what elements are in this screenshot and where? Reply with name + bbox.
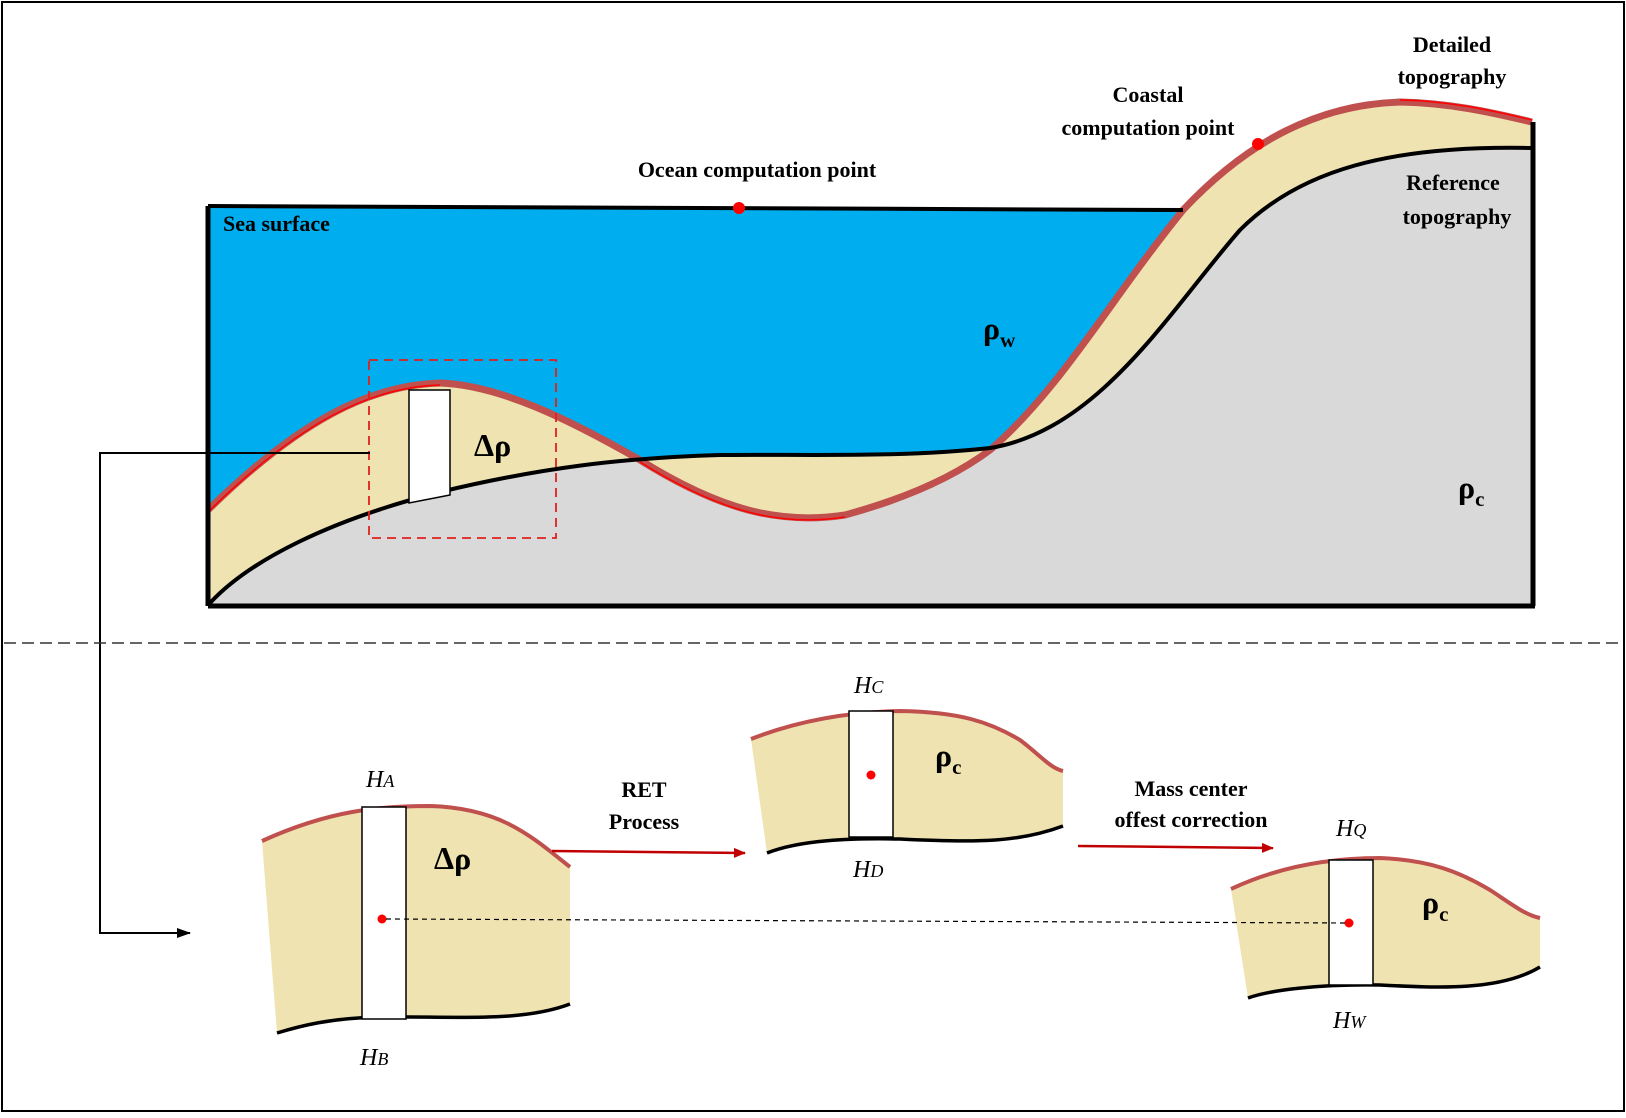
block-a-mass-center — [377, 914, 387, 924]
block-q-bottom-line — [1247, 965, 1541, 1000]
prism-column-top — [408, 389, 451, 504]
reference-label-line1: Reference — [1406, 170, 1500, 195]
detailed-topography-highlight — [207, 99, 1533, 521]
mass-center-guide — [385, 918, 1350, 924]
block-a-density-label: Δρ — [434, 840, 471, 876]
block-c-mass-center — [866, 770, 876, 780]
topography-layer — [208, 102, 1532, 603]
ret-label-line1: RET — [621, 777, 667, 802]
mass-label-line2: offest correction — [1115, 807, 1268, 832]
crust-body — [210, 147, 1532, 606]
delta-rho-top-label: Δρ — [474, 427, 511, 463]
block-q-bottom-label: HW — [1332, 1008, 1367, 1034]
connector-arrow — [99, 452, 370, 938]
block-c-top-line — [750, 708, 1064, 773]
block-q-top-label: HQ — [1335, 816, 1366, 842]
block-c-bottom-label: HD — [852, 857, 883, 883]
coastal-label-line1: Coastal — [1113, 82, 1184, 107]
detailed-label-line2: topography — [1398, 64, 1507, 89]
ocean-point-label: Ocean computation point — [638, 157, 877, 182]
block-a-top-label: HA — [365, 767, 395, 793]
block-q-density-label: ρc — [1422, 884, 1448, 926]
ocean-water — [208, 206, 1183, 518]
detailed-label-line1: Detailed — [1413, 32, 1491, 57]
block-c-bottom-line — [766, 824, 1064, 855]
rho-w-label: ρw — [983, 310, 1016, 352]
ret-label-line2: Process — [609, 809, 680, 834]
block-c-top-label: HC — [853, 673, 884, 699]
block-a-column — [361, 806, 407, 1020]
block-q: HQ HW ρc — [1230, 816, 1541, 1034]
reference-label-line2: topography — [1403, 204, 1512, 229]
sea-surface-label: Sea surface — [223, 211, 330, 236]
ocean-computation-point — [733, 202, 745, 214]
block-a-bottom-label: HB — [359, 1045, 388, 1071]
block-c-density-label: ρc — [935, 737, 961, 779]
selection-box — [368, 359, 557, 539]
block-c: HC HD ρc — [750, 673, 1064, 883]
block-a-top-line — [261, 803, 572, 869]
block-q-top-line — [1230, 855, 1541, 920]
block-q-body — [1231, 858, 1540, 998]
rho-c-label: ρc — [1458, 469, 1484, 511]
detailed-topography-line — [205, 98, 1533, 522]
coastal-computation-point — [1252, 138, 1264, 150]
sea-surface-line — [207, 204, 1184, 212]
ret-arrow — [551, 847, 746, 858]
coastal-label-line2: computation point — [1062, 115, 1236, 140]
mass-label-line1: Mass center — [1134, 776, 1247, 801]
mass-center-arrow — [1077, 842, 1274, 853]
block-c-body — [751, 711, 1063, 853]
